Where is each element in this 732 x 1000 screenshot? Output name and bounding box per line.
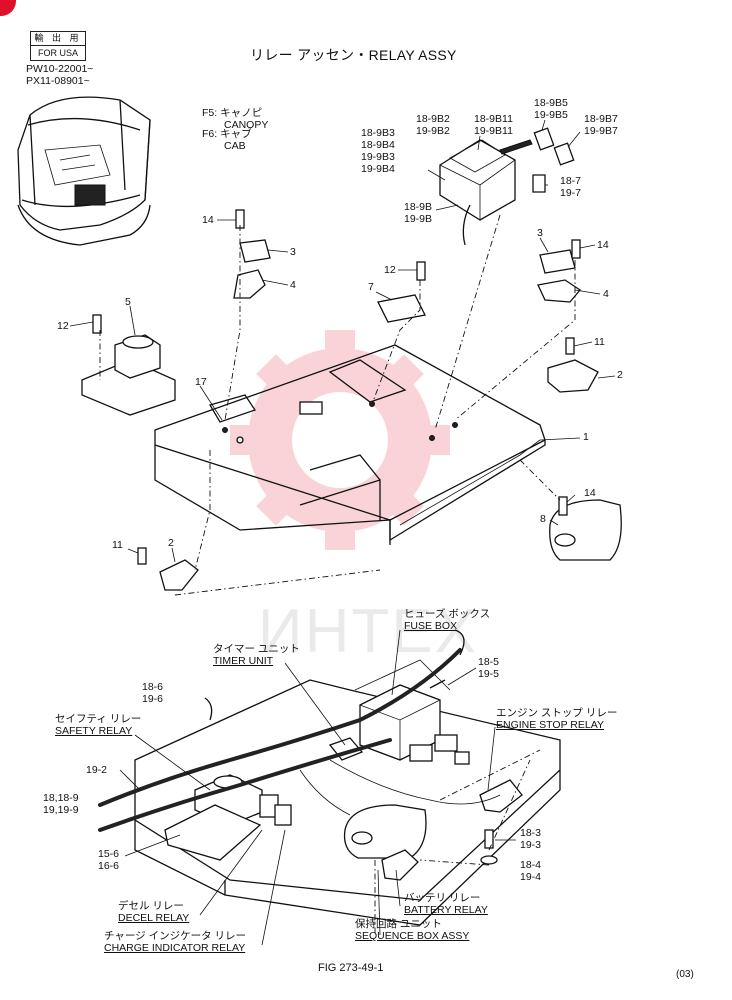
page-number: (03)	[676, 969, 694, 980]
serial-range-1: PW10-22001~	[26, 63, 94, 75]
callout-14-a: 14	[202, 214, 214, 226]
relay-5	[81, 314, 176, 416]
sequence-box-8	[549, 496, 622, 561]
f5-label: F5: キャノピ	[202, 107, 263, 119]
callout-11-b: 11	[112, 539, 123, 551]
callout-19-7: 19-7	[560, 187, 582, 199]
callout-7: 7	[368, 281, 374, 293]
callout-12-a: 12	[384, 264, 396, 276]
battery-relay-en: BATTERY RELAY	[404, 904, 488, 916]
fuse-box-jp: ヒューズ ボックス	[404, 608, 491, 620]
battery-relay-jp: バッテリ リレー	[404, 892, 481, 904]
callout-18-9b: 18-9B	[404, 201, 433, 213]
export-box-bottom: FOR USA	[37, 48, 78, 58]
watermark-gear	[230, 330, 450, 550]
callout-2-a: 2	[617, 369, 623, 381]
callout-12-b: 12	[57, 320, 69, 332]
machine-thumbnail	[17, 96, 151, 246]
relay-3-left	[233, 209, 271, 299]
callout-18-9b7: 18-9B7	[584, 113, 618, 125]
timer-unit-jp: タイマー ユニット	[213, 643, 300, 655]
relay-2-right	[547, 337, 599, 393]
sequence-box-jp: 保持回路 ユニット	[355, 918, 442, 930]
callout-15-6: 15-6	[98, 848, 120, 860]
callout-2-b: 2	[168, 537, 174, 549]
sequence-box-en: SEQUENCE BOX ASSY	[355, 930, 470, 942]
lower-assembly	[98, 629, 561, 935]
callout-19-3: 19-3	[520, 839, 542, 851]
safety-relay-jp: セイフティ リレー	[55, 713, 142, 725]
callout-19-4: 19-4	[520, 871, 542, 883]
callout-18-9b4: 18-9B4	[361, 139, 395, 151]
figure-number: FIG 273-49-1	[318, 962, 384, 974]
timer-unit-en: TIMER UNIT	[213, 655, 274, 667]
callout-19-9b3: 19-9B3	[361, 151, 395, 163]
callout-18-5: 18-5	[478, 656, 500, 668]
callout-18-4: 18-4	[520, 859, 542, 871]
safety-relay-en: SAFETY RELAY	[55, 725, 133, 737]
callout-1: 1	[583, 431, 589, 443]
decel-relay-jp: デセル リレー	[118, 900, 184, 912]
callout-19-9b4: 19-9B4	[361, 163, 395, 175]
leader-lines	[69, 119, 616, 946]
callout-14-c: 14	[584, 487, 596, 499]
page-title: リレー アッセン・RELAY ASSY	[250, 47, 457, 63]
callout-18-3: 18-3	[520, 827, 542, 839]
callout-16-6: 16-6	[98, 860, 120, 872]
f6-en: CAB	[224, 140, 246, 152]
dashed-leaders-upper	[99, 214, 576, 596]
relay-7	[377, 261, 426, 323]
f5-en: CANOPY	[224, 119, 269, 131]
callout-18-9b3: 18-9B3	[361, 127, 395, 139]
callout-5: 5	[125, 296, 131, 308]
callout-19-19-9: 19,19-9	[43, 804, 79, 816]
engine-stop-relay-en: ENGINE STOP RELAY	[496, 719, 604, 731]
callout-18-6: 18-6	[142, 681, 164, 693]
export-box: 輸 出 用 FOR USA	[30, 31, 86, 61]
callout-18-7: 18-7	[560, 175, 582, 187]
callout-18-9b2: 18-9B2	[416, 113, 450, 125]
callout-18-9b5: 18-9B5	[534, 97, 568, 109]
callout-18-9b11: 18-9B11	[474, 113, 513, 125]
export-box-top: 輸 出 用	[31, 32, 85, 46]
callout-19-9b7: 19-9B7	[584, 125, 618, 137]
relay-3-right	[537, 239, 581, 303]
callout-14-b: 14	[597, 239, 609, 251]
callout-19-5: 19-5	[478, 668, 500, 680]
callout-19-9b: 19-9B	[404, 213, 433, 225]
callout-3-a: 3	[290, 246, 296, 258]
decel-relay-en: DECEL RELAY	[118, 912, 190, 924]
callout-18-18-9: 18,18-9	[43, 792, 79, 804]
callout-19-6: 19-6	[142, 693, 164, 705]
callout-19-9b2: 19-9B2	[416, 125, 450, 137]
callout-8: 8	[540, 513, 546, 525]
watermark-text: ИНТЕХ	[258, 597, 478, 666]
callout-19-2: 19-2	[86, 764, 108, 776]
callout-4-a: 4	[290, 279, 296, 291]
callout-19-9b11: 19-9B11	[474, 125, 513, 137]
engine-stop-relay-jp: エンジン ストップ リレー	[496, 707, 618, 719]
callout-11-a: 11	[594, 336, 605, 348]
callout-4-b: 4	[603, 288, 609, 300]
fuse-box-upper	[439, 127, 575, 246]
callout-17: 17	[195, 376, 207, 388]
callout-3-b: 3	[537, 227, 543, 239]
callout-19-9b5: 19-9B5	[534, 109, 568, 121]
charge-indicator-relay-en: CHARGE INDICATOR RELAY	[104, 942, 246, 954]
charge-indicator-relay-jp: チャージ インジケータ リレー	[104, 930, 247, 942]
fuse-box-en: FUSE BOX	[404, 620, 458, 632]
relay-2-left	[137, 547, 199, 591]
serial-range-2: PX11-08901~	[26, 75, 90, 87]
f6-label: F6: キャブ	[202, 128, 252, 140]
